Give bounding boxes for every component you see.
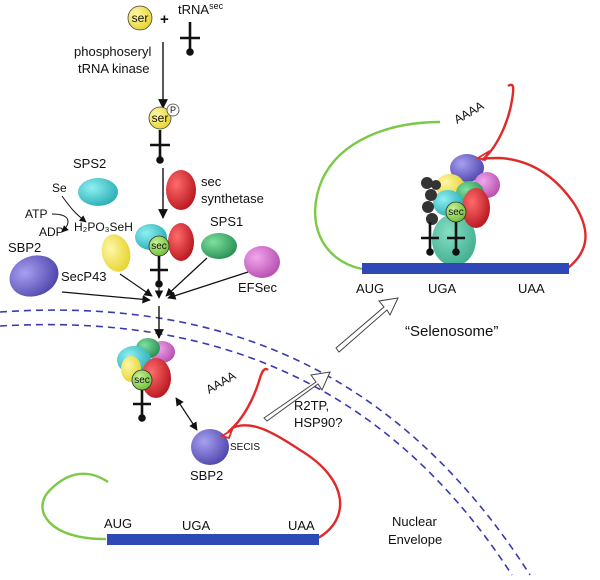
uga-label-cyto: UGA (428, 281, 457, 296)
nuclear-envelope (0, 309, 531, 576)
aug-label-cyto: AUG (356, 281, 384, 296)
phosphoseryl-trna: ser P (148, 103, 180, 164)
sps1-protein (201, 233, 237, 259)
atp-label: ATP (25, 207, 47, 221)
nuclear-envelope-label-line1: Nuclear (392, 514, 437, 529)
sec-trna-complex: sec (135, 223, 194, 288)
nuclear-sec-complex: sec (117, 338, 175, 422)
aug-label-nuclear: AUG (104, 516, 132, 531)
assembly-arrows (61, 257, 249, 304)
trna-icon (421, 222, 465, 256)
phospho-ser-label: ser (152, 111, 169, 125)
secis-label: SECIS (230, 442, 260, 453)
sec-synthetase-protein (166, 170, 196, 210)
kinase-label-line1: phosphoseryl (74, 44, 151, 59)
nascent-peptide (421, 177, 441, 225)
ribosome (432, 214, 476, 266)
selenosome-label: “Selenosome” (405, 323, 498, 340)
trna-icon (180, 22, 200, 56)
sbp2-protein-top (9, 255, 59, 297)
polya-tail-label-cyto: AAAA (452, 98, 487, 126)
r2tp-label: R2TP, (294, 398, 329, 413)
kinase-label-line2: tRNA kinase (78, 61, 150, 76)
polya-tail-label: AAAA (204, 368, 239, 396)
sbp2-bottom-label: SBP2 (190, 468, 223, 483)
sps1-label: SPS1 (210, 214, 243, 229)
efsec-label: EFSec (238, 280, 278, 295)
sec-label: sec (448, 207, 464, 218)
efsec-protein (244, 246, 280, 278)
hsp90-label: HSP90? (294, 415, 342, 430)
export-arrow (263, 297, 399, 422)
trna-icon (150, 256, 168, 288)
ser-molecule: ser (127, 5, 153, 31)
mrna-coding-region (107, 534, 319, 545)
atp-adp-arrow (51, 213, 69, 233)
se-conversion-arrow (61, 195, 87, 223)
trna-icon (133, 390, 151, 422)
plus-sign: + (160, 11, 169, 28)
binding-arrow (175, 397, 198, 431)
sps2-label: SPS2 (73, 156, 106, 171)
sec-synthetase-label-line2: synthetase (201, 191, 264, 206)
sec-label: sec (151, 241, 167, 252)
trna-sec-label: tRNAsec (178, 1, 224, 17)
h2po3seh-label: H₂PO₃SeH (74, 220, 133, 234)
secp43-protein (101, 234, 131, 272)
phosphate-label: P (170, 105, 176, 115)
uga-label-nuclear: UGA (182, 518, 211, 533)
nuclear-mrna (41, 367, 342, 545)
selenosome-coding-region (362, 263, 569, 274)
sbp2-top-label: SBP2 (8, 240, 41, 255)
ser-label: ser (132, 11, 149, 25)
secp43-label: SecP43 (61, 269, 107, 284)
sps2-protein (78, 178, 118, 206)
nuclear-envelope-label-line2: Envelope (388, 532, 442, 547)
selenosome-mrna: sec (313, 83, 587, 274)
sec-synthetase-label-line1: sec (201, 174, 222, 189)
uaa-label-cyto: UAA (518, 281, 545, 296)
se-label: Se (52, 181, 67, 195)
trna-icon (150, 130, 170, 164)
sbp2-protein-bottom (191, 429, 229, 465)
uaa-label-nuclear: UAA (288, 518, 315, 533)
sec-label: sec (134, 375, 150, 386)
adp-label: ADP (39, 225, 64, 239)
